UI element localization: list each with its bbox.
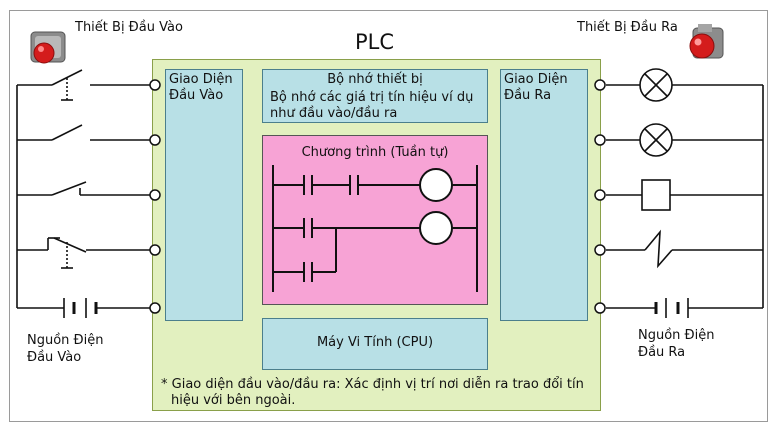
input-power-label-line2: Đầu Vào <box>27 350 82 365</box>
output-power-battery <box>606 298 763 318</box>
device-memory-title: Bộ nhớ thiết bị <box>327 72 423 87</box>
footnote-line1: * Giao diện đầu vào/đầu ra: Xác định vị … <box>161 377 584 392</box>
red-indicator-lamp-icon <box>689 24 724 59</box>
ladder-diagram <box>272 165 478 292</box>
output-power-label-line2: Đầu Ra <box>638 345 686 360</box>
diagram-frame <box>9 10 768 422</box>
output-power-label-line1: Nguồn Điện <box>638 328 715 343</box>
input-interface-label-line2: Đầu Vào <box>169 88 224 103</box>
cpu-box: Máy Vi Tính (CPU) <box>262 318 488 370</box>
input-power-battery <box>17 298 150 318</box>
output-solenoid <box>606 229 763 269</box>
input-device-label: Thiết Bị Đầu Vào <box>75 20 183 35</box>
plc-title: PLC <box>355 30 395 54</box>
cpu-label: Máy Vi Tính (CPU) <box>316 335 434 350</box>
input-switch-3 <box>17 181 150 196</box>
input-switch-4 <box>17 237 150 269</box>
input-switch-1 <box>17 69 150 101</box>
output-device-label: Thiết Bị Đầu Ra <box>577 20 678 35</box>
input-power-label-line1: Nguồn Điện <box>27 333 104 348</box>
device-memory-desc-line1: Bộ nhớ các giá trị tín hiệu ví dụ <box>270 90 474 105</box>
program-label: Chương trình (Tuần tự) <box>301 145 449 160</box>
input-switch-2 <box>17 124 150 141</box>
input-interface-label-line1: Giao Diện <box>169 72 233 87</box>
output-interface-label-line1: Giao Diện <box>504 72 568 87</box>
footnote-line2: hiệu với bên ngoài. <box>171 393 296 408</box>
output-lamp-2 <box>606 123 763 157</box>
output-interface-box: Giao Diện Đầu Ra <box>500 69 588 321</box>
output-relay-coil <box>606 179 763 211</box>
output-interface-label-line2: Đầu Ra <box>504 88 552 103</box>
device-memory-box: Bộ nhớ thiết bị Bộ nhớ các giá trị tín h… <box>262 69 488 123</box>
red-pushbutton-icon <box>30 31 66 64</box>
device-memory-desc-line2: như đầu vào/đầu ra <box>270 106 398 121</box>
output-terminals <box>594 79 606 314</box>
input-terminals <box>149 79 161 314</box>
input-interface-box: Giao Diện Đầu Vào <box>165 69 243 321</box>
output-lamp-1 <box>606 68 763 102</box>
